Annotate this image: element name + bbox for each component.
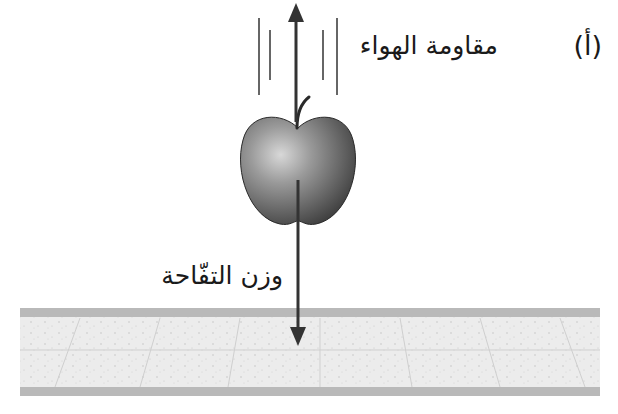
motion-lines [259, 18, 337, 95]
floor [20, 308, 600, 396]
part-label: (أ) [573, 30, 602, 62]
weight-arrow [290, 180, 306, 346]
air-resistance-arrow [288, 3, 304, 122]
force-label: وزن التفّاحة [161, 261, 283, 291]
force-label: مقاومة الهواء [360, 31, 498, 61]
